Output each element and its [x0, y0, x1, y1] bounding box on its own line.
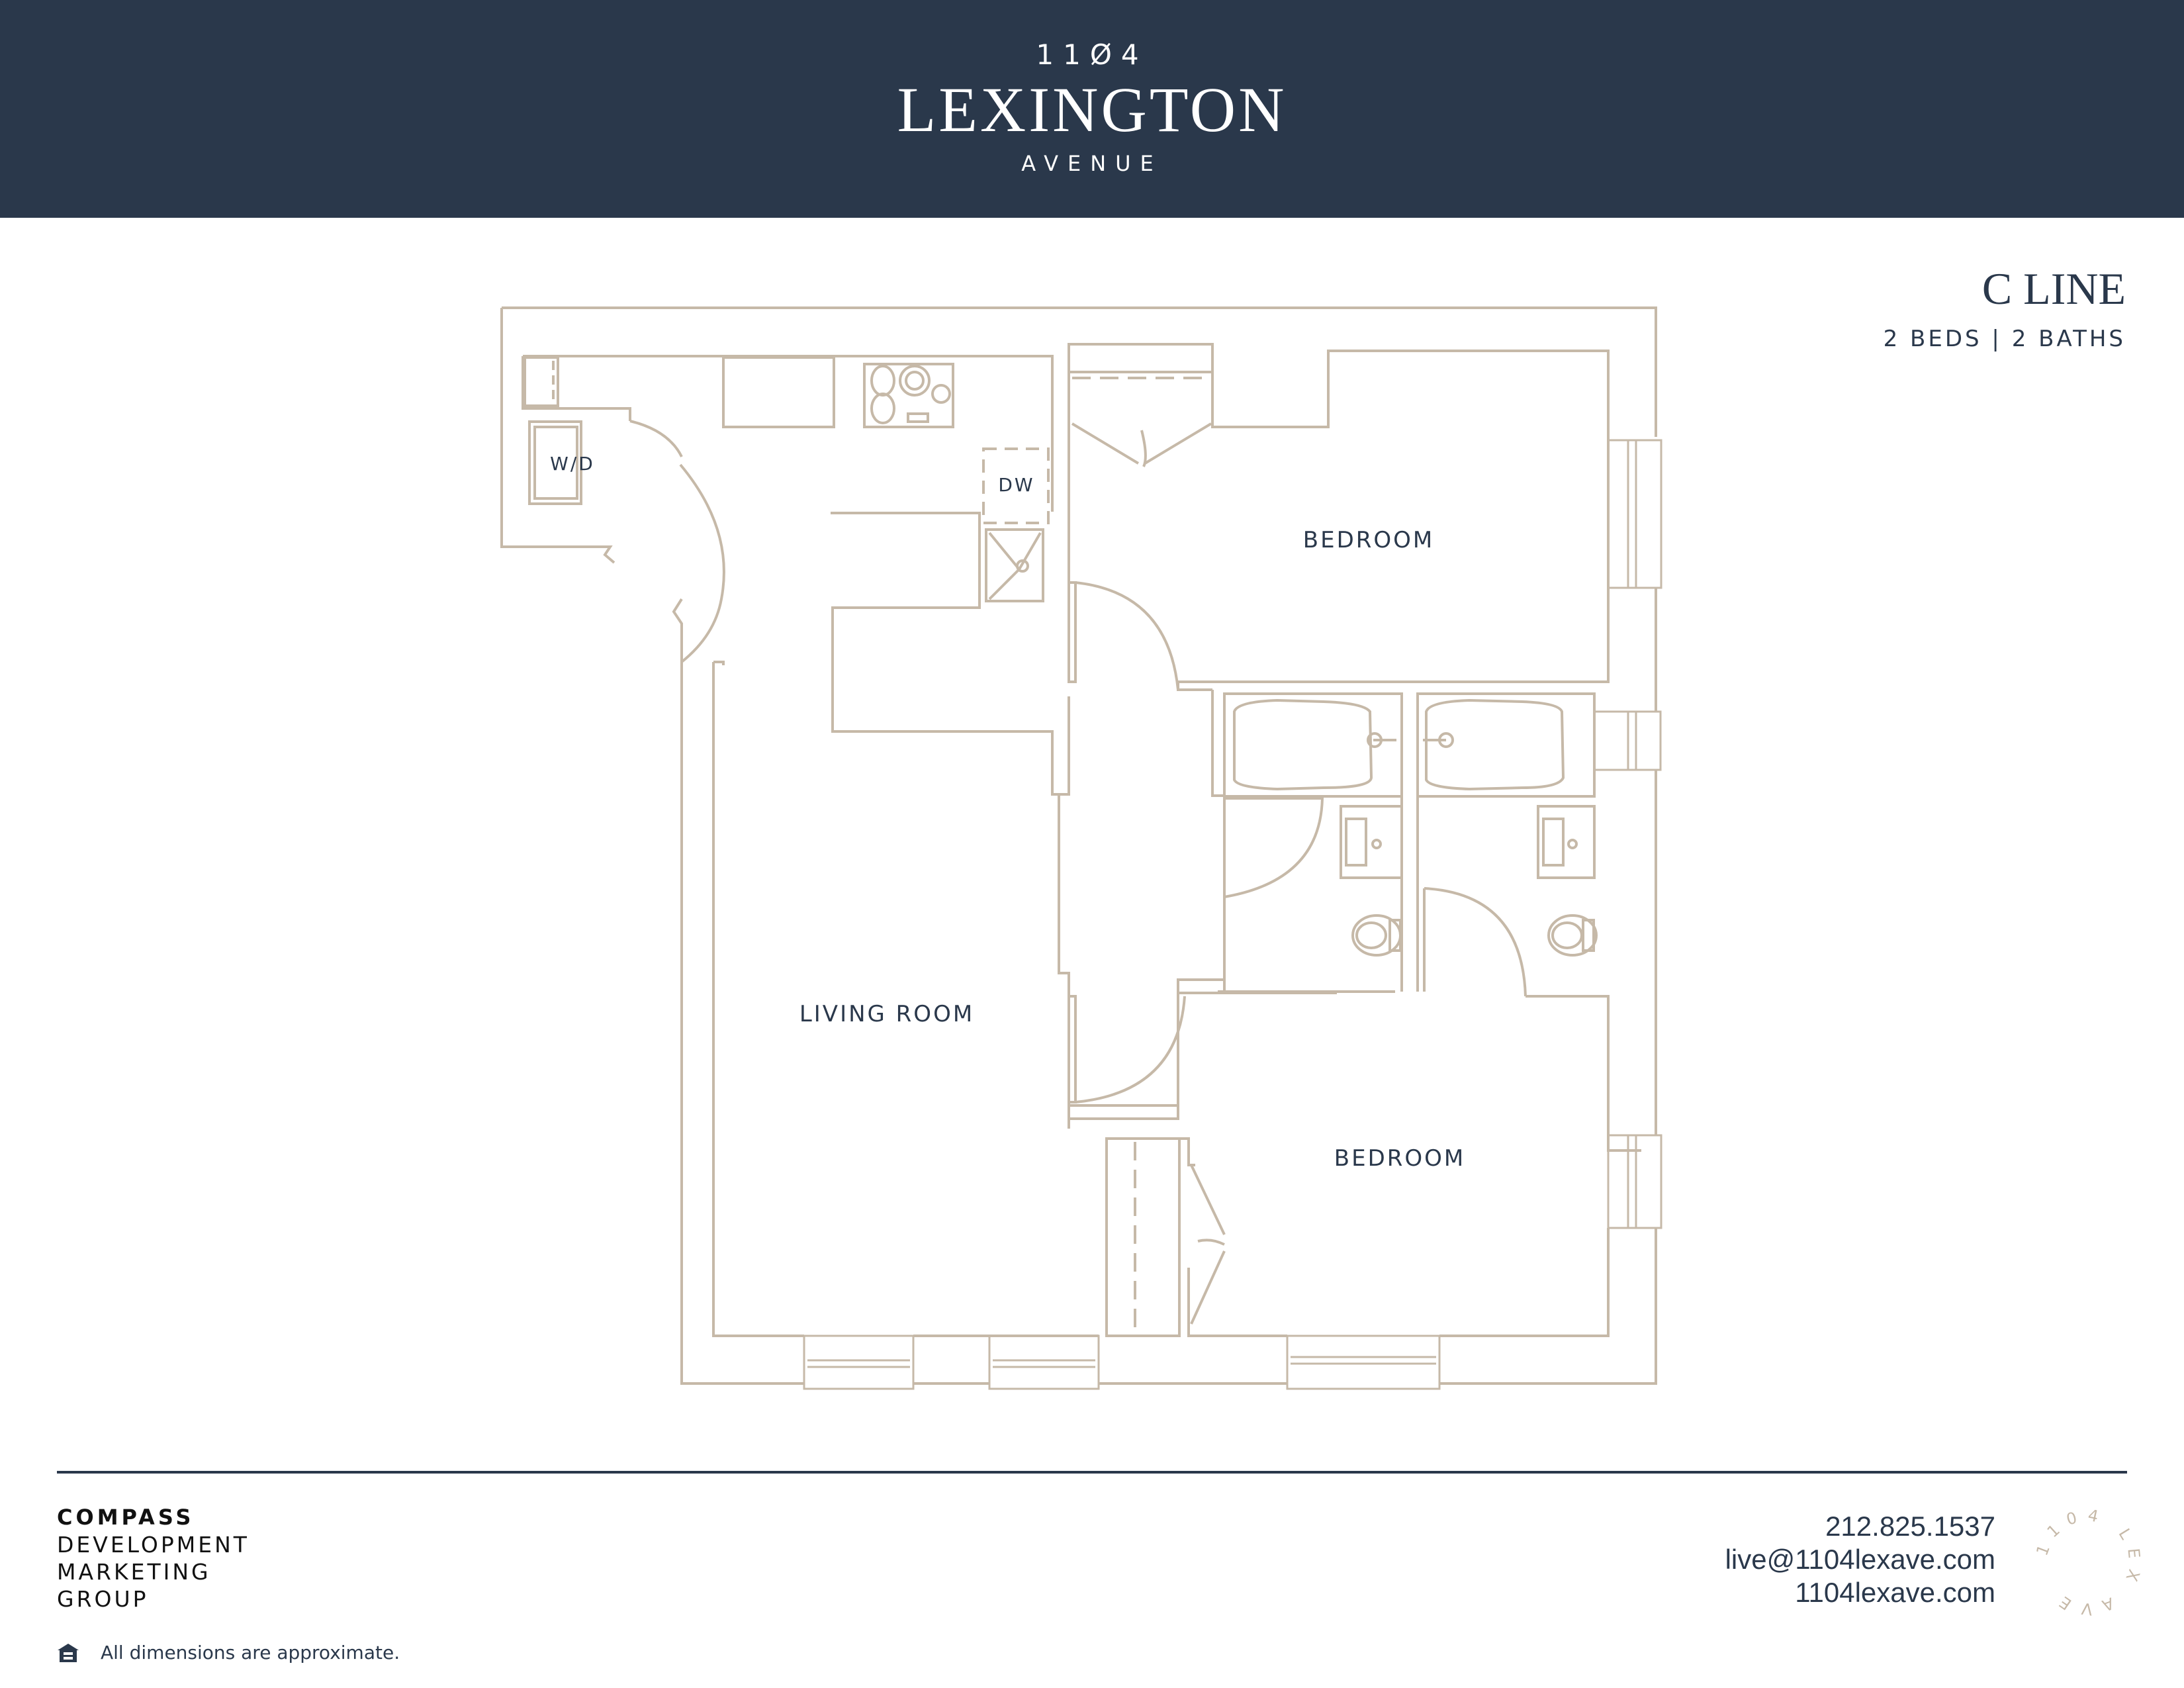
footer-divider	[57, 1471, 2127, 1474]
fixture-label-dishwasher: DW	[998, 474, 1035, 496]
floor-plan	[500, 306, 1662, 1390]
brand-line-1: DEVELOPMENT	[57, 1532, 250, 1558]
room-label-living-room: LIVING ROOM	[799, 1001, 975, 1027]
header-banner: 11Ø4 LEXINGTON AVENUE	[0, 0, 2184, 218]
equal-housing-icon	[58, 1644, 79, 1662]
bathrooms	[1218, 692, 1598, 997]
windows	[803, 439, 1662, 1390]
doors	[629, 420, 1186, 1103]
svg-text:1104 LEX AVE: 1104 LEX AVE	[2032, 1506, 2144, 1618]
kitchen	[523, 356, 1050, 602]
closets	[1068, 343, 1226, 1337]
logo-number: 11Ø4	[1036, 38, 1148, 71]
inner-walls	[522, 343, 1641, 1337]
brand-line-2: MARKETING	[57, 1559, 211, 1585]
compass-logo: COMPASS	[57, 1505, 195, 1530]
room-label-bedroom-1: BEDROOM	[1302, 527, 1435, 553]
contact-website[interactable]: 1104lexave.com	[1795, 1577, 1995, 1608]
unit-title: C LINE	[1981, 263, 2126, 314]
ring-logo-icon: 1104 LEX AVE	[2032, 1506, 2144, 1618]
logo-subtitle: AVENUE	[1021, 151, 1163, 176]
room-label-bedroom-2: BEDROOM	[1334, 1145, 1466, 1172]
fixture-label-washer-dryer: W/D	[550, 453, 595, 475]
unit-subtitle: 2 BEDS | 2 BATHS	[1883, 326, 2126, 352]
contact-email[interactable]: live@1104lexave.com	[1725, 1544, 1995, 1575]
brand-line-3: GROUP	[57, 1586, 149, 1612]
outer-walls	[500, 306, 1657, 1385]
contact-phone[interactable]: 212.825.1537	[1825, 1511, 1995, 1542]
disclaimer-text: All dimensions are approximate.	[101, 1642, 400, 1664]
logo-name: LEXINGTON	[897, 74, 1287, 145]
